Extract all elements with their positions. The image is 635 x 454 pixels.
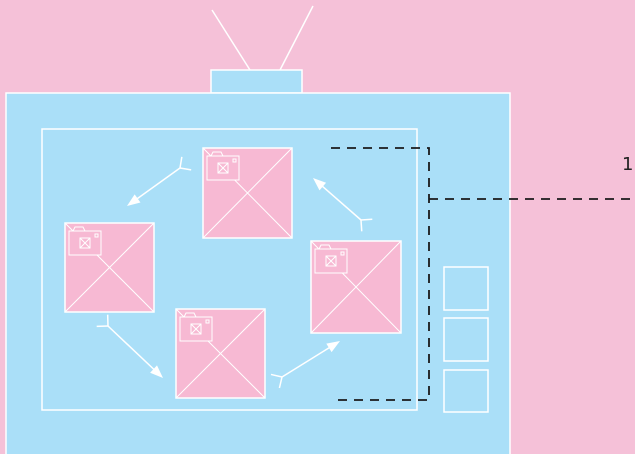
- image-placeholder-icon: [175, 308, 266, 399]
- camera-icon: [179, 312, 213, 342]
- image-placeholder-icon: [310, 240, 402, 334]
- camera-icon: [206, 151, 240, 181]
- tv-control-button: [443, 266, 489, 311]
- image-placeholder-icon: [64, 222, 155, 313]
- antenna-base: [210, 69, 303, 94]
- camera-icon: [314, 244, 348, 274]
- tv-screen: [41, 128, 418, 411]
- tv-control-button: [443, 317, 489, 362]
- antenna-icon: [211, 5, 314, 71]
- tv-control-button: [443, 369, 489, 413]
- cycle-arrow-icon: [127, 156, 192, 206]
- dashed-callout-line: [331, 147, 635, 401]
- image-placeholder-icon: [202, 147, 293, 239]
- cycle-arrow-icon: [313, 178, 373, 232]
- cycle-arrow-icon: [270, 341, 340, 389]
- callout-label: 1: [622, 154, 634, 175]
- cycle-arrow-icon: [96, 314, 163, 378]
- camera-icon: [68, 226, 102, 256]
